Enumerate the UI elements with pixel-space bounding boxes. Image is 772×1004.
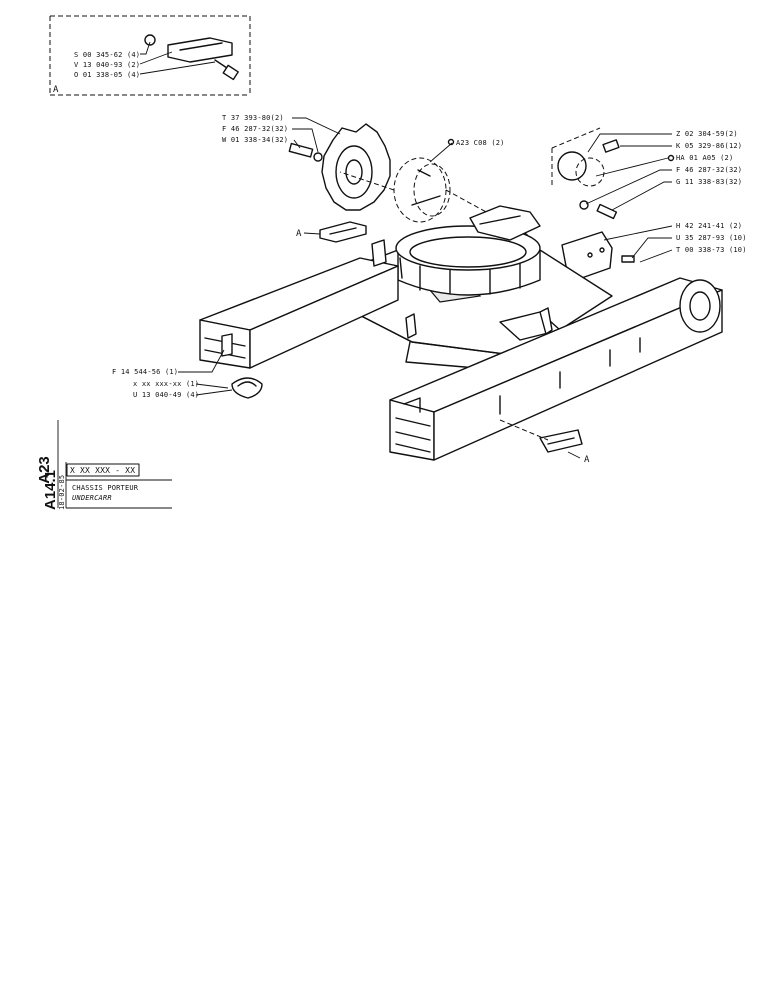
callout-right-1: Z 02 304-59(2) xyxy=(676,130,738,138)
right-callouts: Z 02 304-59(2) K 05 329-86(12) HA 01 A05… xyxy=(585,130,747,263)
callout-detail-2: V 13 040-93 (2) xyxy=(74,61,140,69)
travel-motor-dashed xyxy=(339,157,531,237)
sprocket-bolt xyxy=(288,142,323,162)
title-block: A23 xyxy=(36,420,172,509)
callout-sprocket-2: F 46 287-32(32) xyxy=(222,125,288,133)
callout-right-6: H 42 241-41 (2) xyxy=(676,222,742,230)
detail-box-letter: A xyxy=(53,85,59,95)
right-track-frame xyxy=(389,277,723,461)
callout-motor: A23 C08 (2) xyxy=(456,139,505,147)
detail-box-a: A S 00 345-62 (4) V 13 040-93 (2) O 01 3… xyxy=(49,15,251,96)
callout-left-2: x xx xxx-xx (1) xyxy=(133,380,199,388)
detached-bracket-right xyxy=(539,429,583,453)
callout-sprocket-3: W 01 338-34(32) xyxy=(222,136,288,144)
page-code-1: A23 xyxy=(36,456,53,484)
half-moon-cover xyxy=(231,377,263,399)
callout-right-5: G 11 338-83(32) xyxy=(676,178,742,186)
title-en: UNDERCARR xyxy=(72,494,112,502)
callout-detail-3: O 01 338-05 (4) xyxy=(74,71,140,79)
callout-right-8: T 00 338-73 (10) xyxy=(676,246,747,254)
sprocket-callouts: T 37 393-80(2) F 46 287-32(32) W 01 338-… xyxy=(222,114,341,153)
callout-left-1: F 14 544-56 (1) xyxy=(112,368,178,376)
left-track-frame xyxy=(199,239,399,369)
part-number: X XX XXX - XX xyxy=(70,466,135,475)
date-label: 18-02-85 xyxy=(58,475,66,510)
left-callouts: F 14 544-56 (1) x xx xxx-xx (1) U 13 040… xyxy=(112,349,233,399)
callout-right-4: F 46 287-32(32) xyxy=(676,166,742,174)
ref-a-right: A xyxy=(584,455,590,465)
bracket-detail-part xyxy=(144,34,239,81)
callout-left-3: U 13 040-49 (4) xyxy=(133,391,199,399)
motor-mount xyxy=(469,205,541,241)
callout-detail-1: S 00 345-62 (4) xyxy=(74,51,140,59)
sprocket-wheel xyxy=(321,123,391,211)
callout-sprocket-1: T 37 393-80(2) xyxy=(222,114,284,122)
page-code-2: A14.1 xyxy=(42,470,59,510)
hub-cover-parts xyxy=(551,127,620,220)
detached-bracket-left xyxy=(319,221,367,243)
title-fr: CHASSIS PORTEUR xyxy=(72,484,139,492)
callout-right-2: K 05 329-86(12) xyxy=(676,142,742,150)
callout-right-3: HA 01 A05 (2) xyxy=(676,154,733,162)
ref-a-left: A xyxy=(296,229,302,239)
callout-right-7: U 35 287-93 (10) xyxy=(676,234,747,242)
